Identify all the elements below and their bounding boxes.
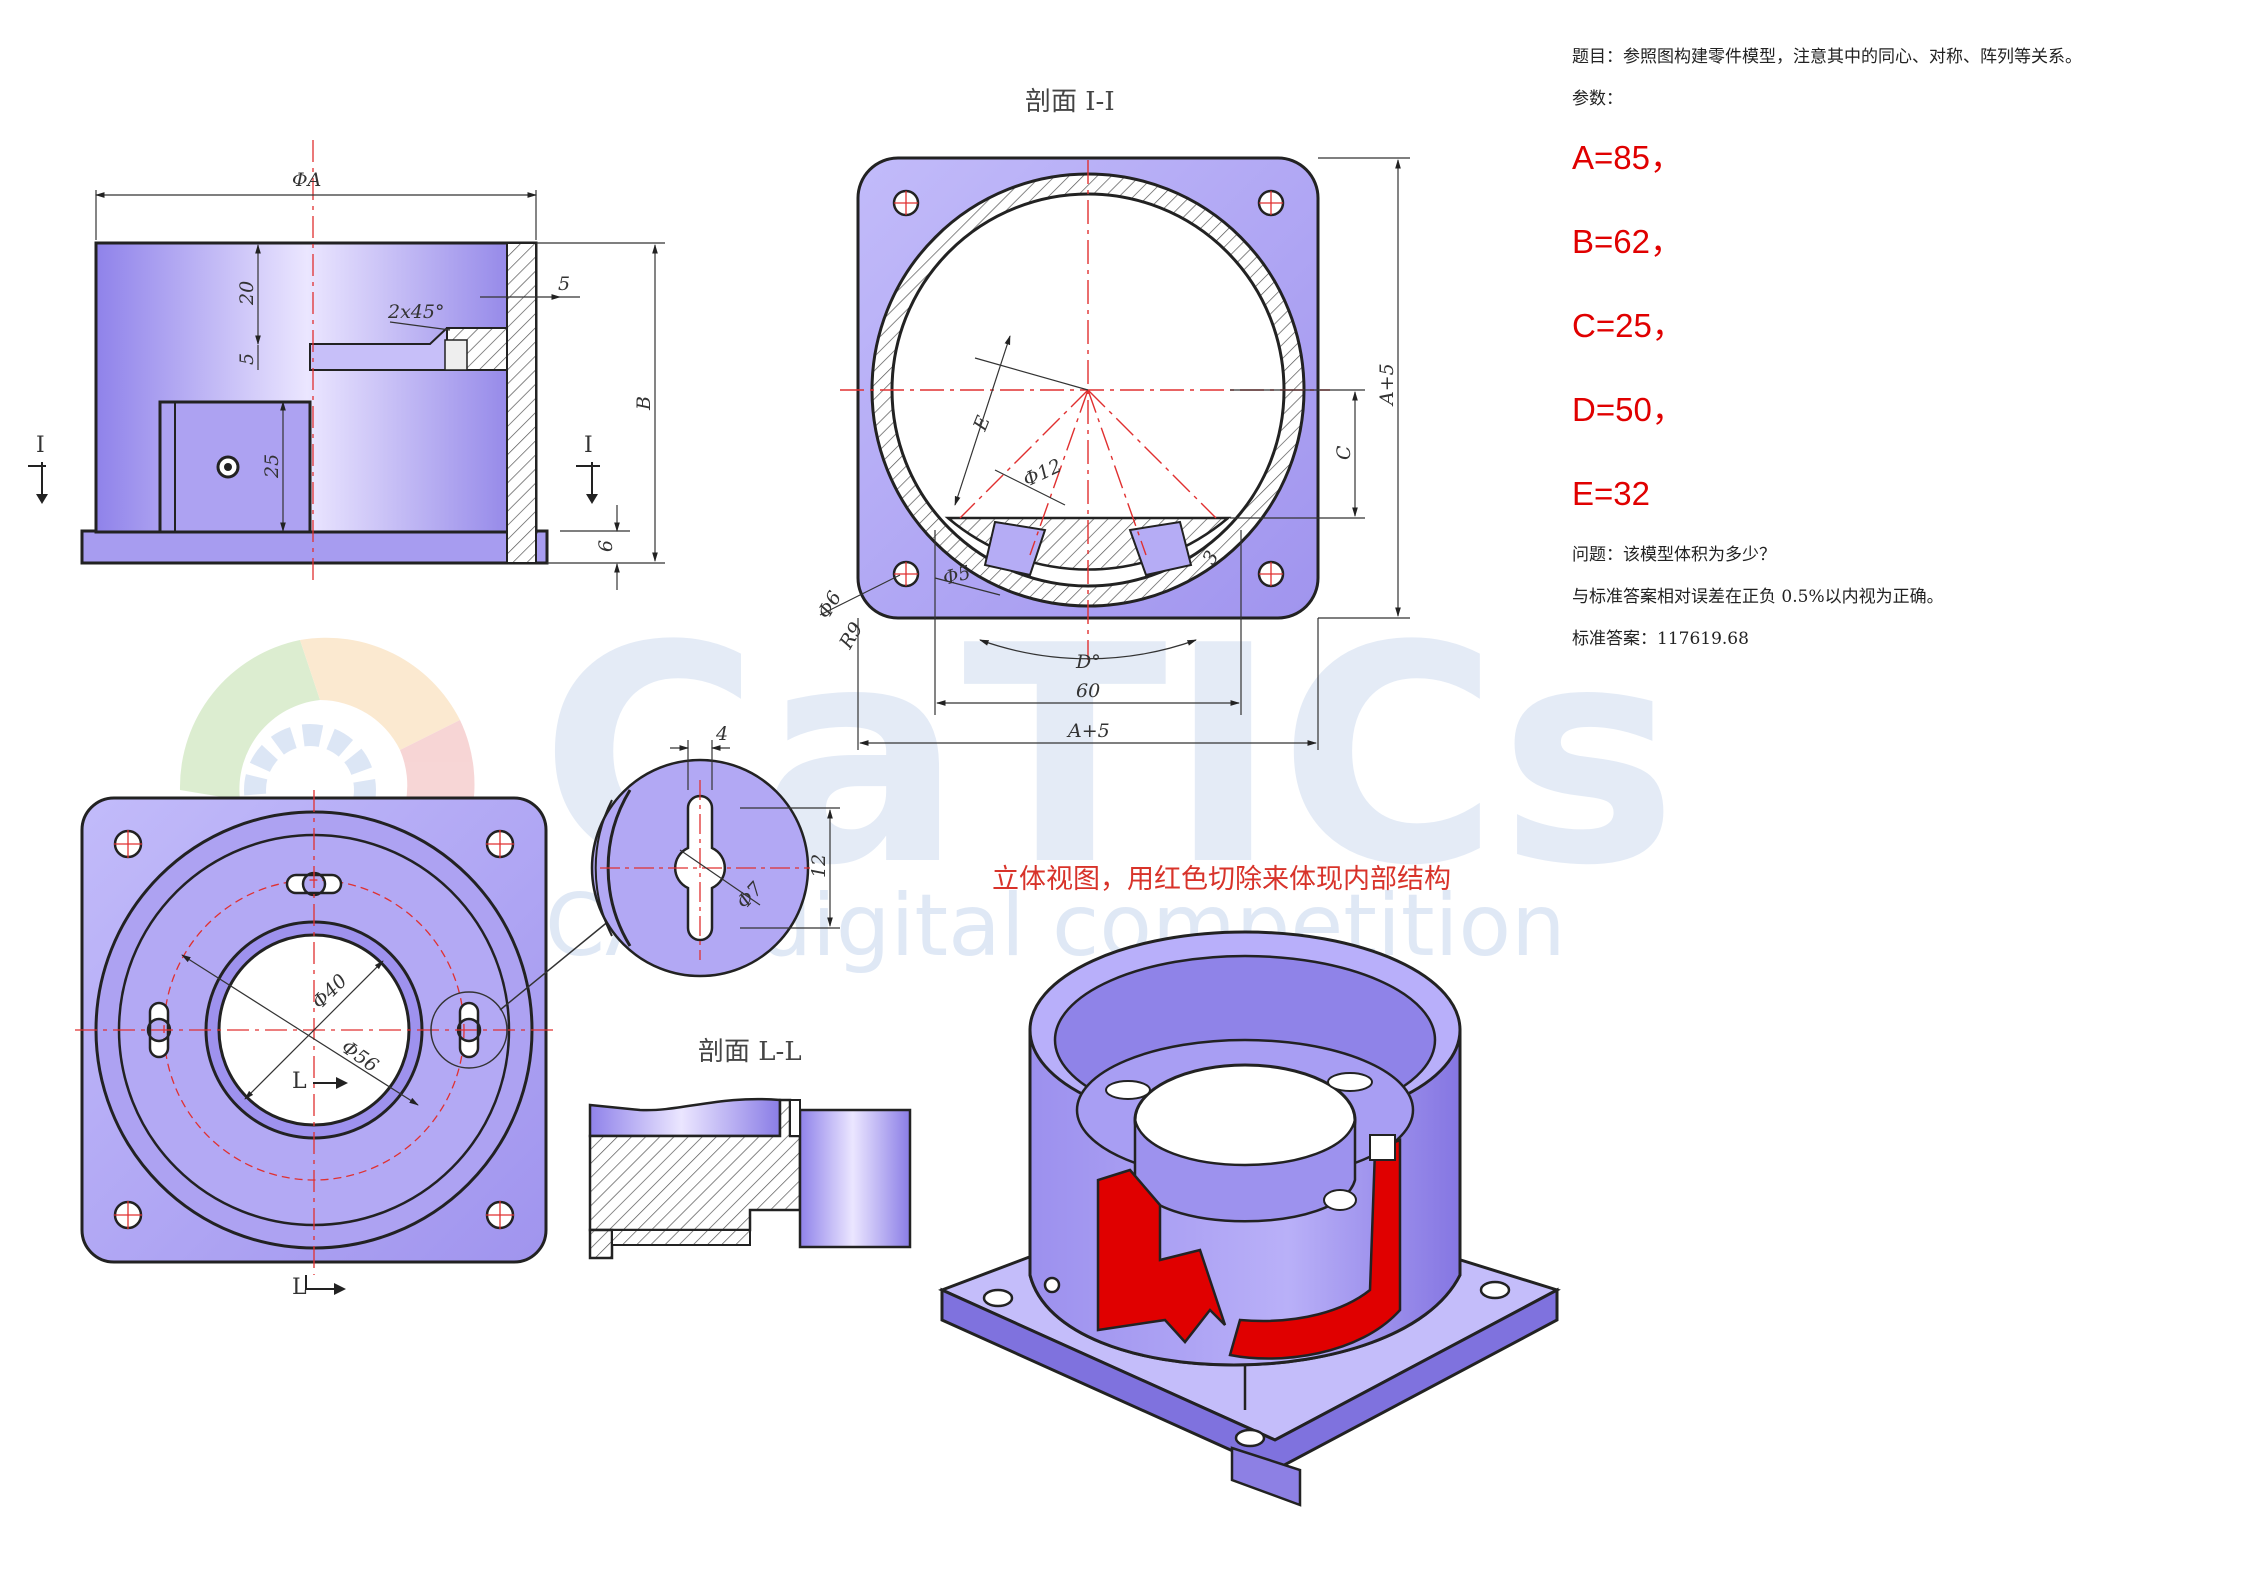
front-view: ΦA 20 5 25 5 2x45° B 6 I I [28,140,665,590]
dim-6: 6 [595,540,617,552]
section-i-pin-hole-right [1128,520,1193,577]
dim-25: 25 [261,454,283,479]
dim-5-left: 5 [236,353,258,365]
param-a: A=85， [1572,139,1683,176]
dim-d-angle: D° [1075,651,1101,673]
section-l-view: 剖面 L-L [588,1037,912,1260]
svg-text:L: L [292,1069,307,1094]
param-d: D=50， [1572,391,1685,428]
front-pin-slot [444,339,468,371]
param-b: B=62， [1572,223,1683,260]
section-l-upper [588,1097,782,1138]
bottom-view: Φ40 Φ56 L L [75,790,611,1300]
dim-b: B [633,396,655,411]
param-c: C=25， [1572,307,1685,344]
dim-a5-right: A+5 [1376,363,1398,407]
dim-phi-a: ΦA [292,169,321,191]
dim-12: 12 [808,854,830,878]
question-text: 问题：该模型体积为多少？ [1572,545,1776,565]
section-i-corner-holes [892,189,1285,588]
svg-text:L: L [292,1275,307,1300]
front-base-flange [80,529,549,565]
iso-caption: 立体视图，用红色切除来体现内部结构 [992,864,1451,895]
section-mark-i-right: I [576,433,600,504]
section-mark-l-bottom: L [292,1275,346,1300]
answer-text: 标准答案：117619.68 [1572,629,1749,649]
dim-c: C [1333,445,1355,460]
section-mark-l-top: L [292,1069,348,1094]
task-text: 题目：参照图构建零件模型，注意其中的同心、对称、阵列等关系。 [1572,47,2082,67]
dim-4: 4 [715,723,728,745]
dim-chamfer: 2x45° [387,301,444,323]
detail-view: 4 12 Φ7 [590,723,840,978]
section-i-title: 剖面 I-I [1025,87,1115,117]
problem-statement: 题目：参照图构建零件模型，注意其中的同心、对称、阵列等关系。 参数： A=85，… [1572,44,2232,668]
svg-text:I: I [584,433,593,458]
section-l-title: 剖面 L-L [698,1037,802,1067]
tolerance-text: 与标准答案相对误差在正负 0.5%以内视为正确。 [1572,587,1944,607]
iso-side-hole-icon [1043,1276,1061,1294]
iso-red-cut-right [1228,1138,1402,1360]
section-i-view: 剖面 I-I E Φ12 [813,87,1410,750]
params-label: 参数： [1572,89,1623,109]
dim-a5-bottom: A+5 [1066,720,1110,742]
front-hatched-wall [506,242,537,564]
dim-5-wall: 5 [558,273,570,295]
section-mark-i-left: I [28,433,48,504]
svg-text:I: I [36,433,45,458]
iso-keyhole-slots [1105,1072,1373,1211]
section-l-tube [798,1108,912,1249]
iso-red-cut-left [1096,1168,1227,1344]
section-i-pin-hole-left [983,520,1047,577]
dim-60: 60 [1076,680,1100,702]
bottom-keyhole-slots [146,871,482,1059]
bottom-corner-holes [113,829,515,1230]
param-e: E=32 [1572,475,1650,512]
iso-view: 立体视图，用红色切除来体现内部结构 [938,864,1561,1507]
dim-20: 20 [236,281,258,306]
